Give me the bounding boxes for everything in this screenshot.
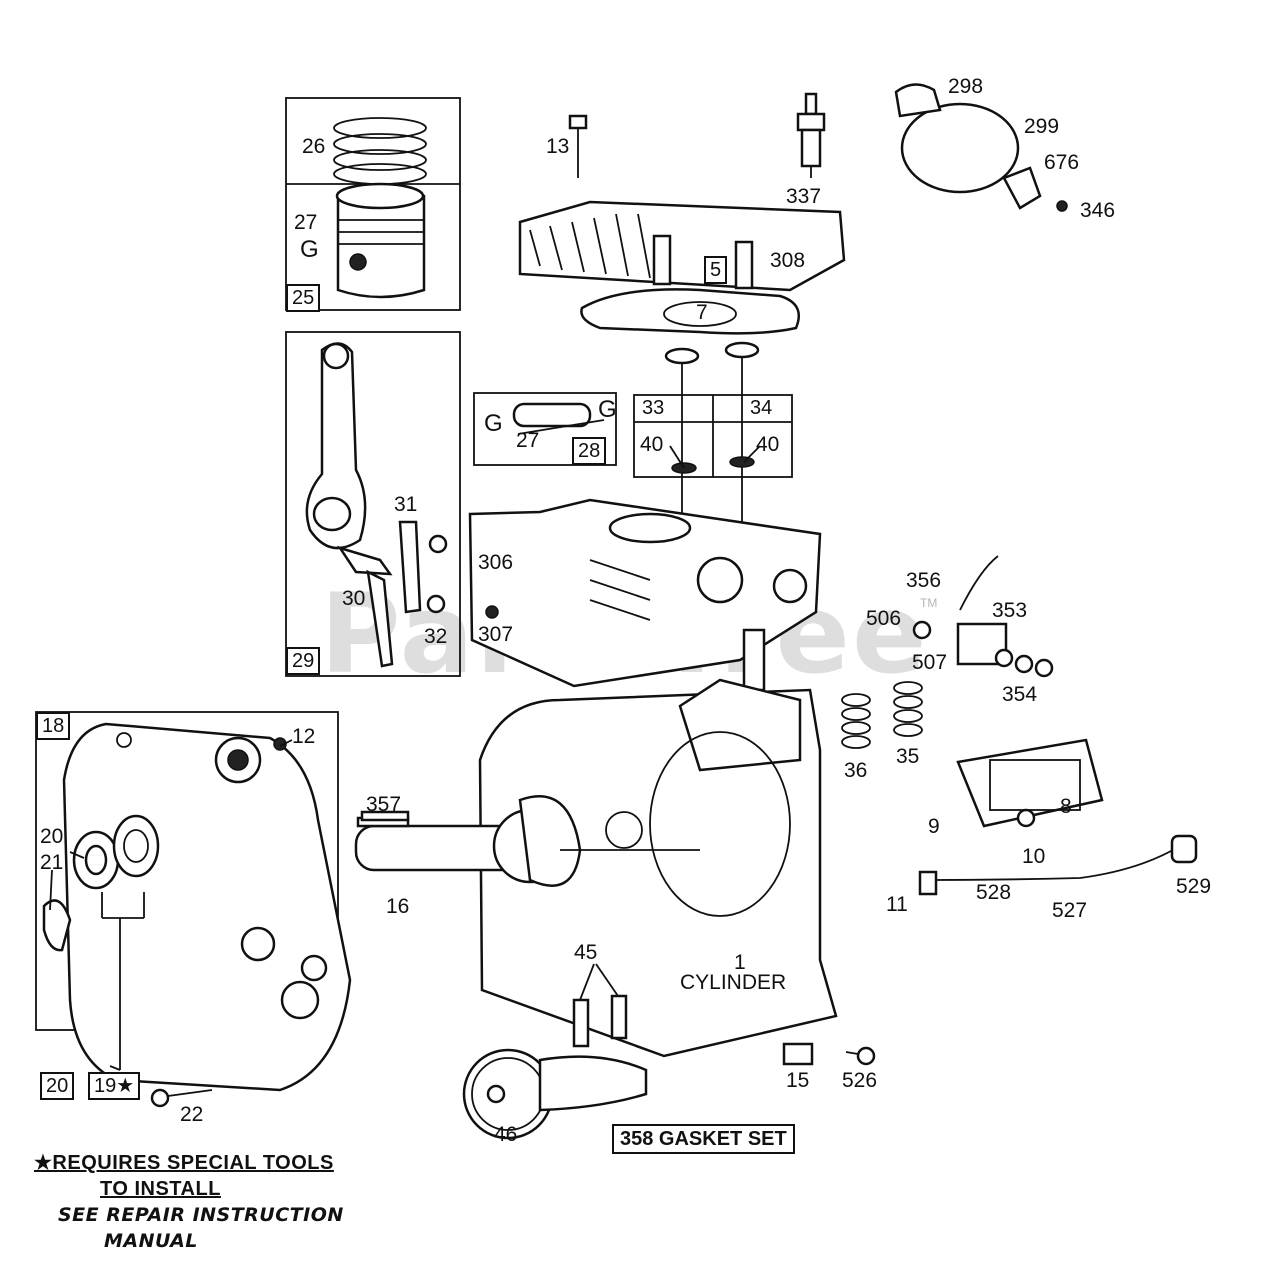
exhaust-valve bbox=[724, 341, 760, 522]
breather-assembly bbox=[956, 738, 1104, 828]
callout-337: 337 bbox=[786, 185, 822, 208]
callout-357: 357 bbox=[366, 793, 402, 816]
connecting-rod bbox=[305, 342, 393, 576]
callout-27b: 27 bbox=[516, 429, 540, 452]
pin-box-frame bbox=[473, 392, 617, 466]
piston bbox=[335, 182, 426, 299]
crankcase bbox=[478, 678, 838, 1058]
box-label-34: 34 bbox=[750, 397, 773, 419]
note-line-3: SEE REPAIR INSTRUCTION bbox=[58, 1204, 344, 1226]
callout-16: 16 bbox=[386, 895, 410, 918]
callout-12: 12 bbox=[292, 725, 316, 748]
callout-15: 15 bbox=[786, 1069, 810, 1092]
cylinder-label: CYLINDER bbox=[680, 971, 787, 994]
callout-529: 529 bbox=[1176, 875, 1212, 898]
special-tools-note: ★REQUIRES SPECIAL TOOLS TO INSTALL SEE R… bbox=[34, 1150, 344, 1254]
callout-27c-g: G bbox=[598, 396, 617, 423]
drain-plug-15 bbox=[782, 1042, 814, 1066]
callout-32: 32 bbox=[424, 625, 448, 648]
callout-506: 506 bbox=[866, 607, 902, 630]
callout-298: 298 bbox=[948, 75, 984, 98]
gasket-set-label: 358 GASKET SET bbox=[612, 1124, 795, 1154]
callout-11: 11 bbox=[886, 893, 908, 916]
callout-36: 36 bbox=[844, 759, 868, 782]
lock-plate-screws bbox=[366, 520, 448, 668]
ignition-switch-parts bbox=[912, 555, 1054, 678]
callout-30: 30 bbox=[342, 587, 366, 610]
callout-20: 20 bbox=[40, 825, 64, 848]
callout-27b-g: G bbox=[484, 410, 503, 437]
rod-box-frame bbox=[285, 331, 461, 677]
spark-plug bbox=[796, 92, 826, 178]
callout-35: 35 bbox=[896, 745, 920, 768]
box-label-20: 20 bbox=[40, 1072, 75, 1100]
screw-22 bbox=[150, 1088, 213, 1108]
tappets bbox=[572, 994, 628, 1048]
crankshaft bbox=[354, 795, 700, 887]
piston-pin bbox=[512, 402, 592, 428]
box-label-18: 18 bbox=[36, 712, 71, 740]
callout-45: 45 bbox=[574, 941, 598, 964]
cylinder-head bbox=[518, 200, 846, 292]
callout-27-g: G bbox=[300, 236, 319, 263]
callout-13: 13 bbox=[546, 135, 570, 158]
callout-40-right: 40 bbox=[756, 433, 780, 456]
note-line-4: MANUAL bbox=[104, 1230, 198, 1252]
piston-ring-set bbox=[333, 117, 427, 185]
callout-676: 676 bbox=[1044, 151, 1080, 174]
callout-8: 8 bbox=[1060, 795, 1072, 818]
callout-26: 26 bbox=[302, 135, 326, 158]
air-cleaner bbox=[894, 83, 1068, 212]
callout-1: 1 bbox=[734, 951, 746, 974]
callout-306: 306 bbox=[478, 551, 514, 574]
callout-22: 22 bbox=[180, 1103, 204, 1126]
box-label-29: 29 bbox=[286, 647, 321, 675]
callout-21: 21 bbox=[40, 851, 64, 874]
callout-527: 527 bbox=[1052, 899, 1088, 922]
key-357 bbox=[360, 810, 410, 822]
callout-308: 308 bbox=[770, 249, 806, 272]
callout-27: 27 bbox=[294, 211, 318, 234]
callout-7: 7 bbox=[696, 301, 708, 324]
breather-tube bbox=[918, 834, 1198, 896]
note-line-2: TO INSTALL bbox=[100, 1178, 221, 1200]
callout-356: 356 bbox=[906, 569, 942, 592]
intake-valve bbox=[664, 347, 700, 520]
callout-354: 354 bbox=[1002, 683, 1038, 706]
callout-9: 9 bbox=[928, 815, 940, 838]
cylinder-block bbox=[468, 498, 822, 692]
piston-box-frame bbox=[285, 97, 461, 311]
camshaft-gear bbox=[462, 1048, 648, 1140]
callout-31: 31 bbox=[394, 493, 418, 516]
box-label-19: 19★ bbox=[88, 1072, 141, 1100]
box-label-33: 33 bbox=[642, 397, 665, 419]
callout-299: 299 bbox=[1024, 115, 1060, 138]
box-label-28: 28 bbox=[572, 437, 607, 465]
callout-528: 528 bbox=[976, 881, 1012, 904]
callout-40-left: 40 bbox=[640, 433, 664, 456]
valve-springs bbox=[841, 681, 923, 749]
watermark-trademark: TM bbox=[920, 596, 938, 610]
callout-507: 507 bbox=[912, 651, 948, 674]
head-gasket bbox=[580, 288, 800, 335]
callout-5: 5 bbox=[704, 256, 728, 284]
screw-526 bbox=[845, 1046, 876, 1066]
callout-353: 353 bbox=[992, 599, 1028, 622]
callout-10: 10 bbox=[1022, 845, 1046, 868]
callout-307: 307 bbox=[478, 623, 514, 646]
note-line-1: ★REQUIRES SPECIAL TOOLS bbox=[34, 1152, 334, 1174]
head-bolt bbox=[568, 114, 588, 178]
callout-346: 346 bbox=[1080, 199, 1116, 222]
callout-46: 46 bbox=[494, 1123, 518, 1146]
leader-lines bbox=[49, 419, 761, 1071]
box-label-25: 25 bbox=[286, 284, 321, 312]
crankcase-cover bbox=[42, 722, 352, 1092]
callout-526: 526 bbox=[842, 1069, 878, 1092]
